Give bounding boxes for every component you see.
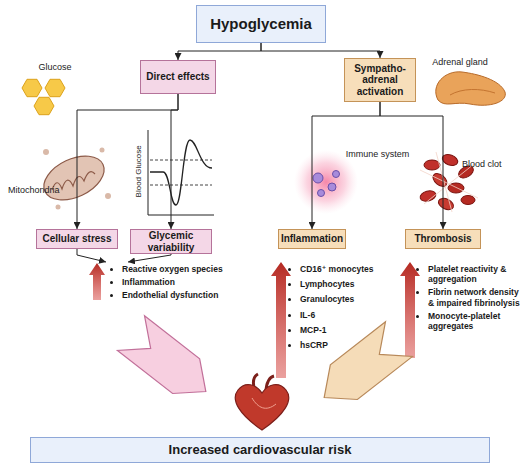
bullet-item: Monocyte-platelet aggregates [428,311,520,331]
axis-label: Blood Glucose [135,136,144,206]
node-text: Cellular stress [43,233,112,245]
bullet-text: Lymphocytes [300,279,354,289]
bullet-item: Inflammation [122,277,272,287]
bullet-item: hsCRP [300,340,400,350]
bullet-text: CD16⁺ monocytes [300,264,373,274]
icon-label: Glucose [25,63,85,73]
mito-fragment [43,149,49,155]
node-text: Glycemic variability [131,230,211,253]
bullet-item: Granulocytes [300,294,400,304]
increase-arrow [89,263,105,300]
bullet-item: Lymphocytes [300,279,400,289]
bullet-item: MCP-1 [300,325,400,335]
effect-box: Cellular stress [36,229,118,249]
bullet-text: Fibrin network density & impaired fibrin… [428,287,520,307]
effect-box: Inflammation [278,229,346,249]
connector [261,43,380,58]
bullet-item: Reactive oxygen species [122,264,272,274]
connector [312,102,380,229]
icon-label: Immune system [340,150,415,160]
node-text: Hypoglycemia [210,15,312,32]
icon-label: Adrenal gland [420,58,500,68]
bullet-item: CD16⁺ monocytes [300,264,400,274]
connector [77,94,178,229]
heart-detail [252,398,276,408]
heart [235,385,288,430]
adrenal-gland [436,72,506,105]
pathway-box: Sympatho-adrenal activation [344,58,416,102]
bullet-text: Monocyte-platelet aggregates [428,311,500,331]
bullet-list: CD16⁺ monocytesLymphocytesGranulocytesIL… [290,264,400,355]
bullet-text: Reactive oxygen species [122,264,223,274]
node-text: Inflammation [281,233,343,245]
glucose-curve [150,140,212,205]
chart-axes [148,130,214,215]
bullet-text: Granulocytes [300,294,354,304]
bullet-text: IL-6 [300,310,315,320]
immune-glow [294,150,358,214]
increase-arrow [400,262,420,358]
effect-box: Thrombosis [405,229,481,249]
immune-cell [333,171,340,178]
mitochondrion [37,147,111,208]
bullet-text: Endothelial dysfunction [122,290,218,300]
pathway-box: Direct effects [140,60,216,94]
immune-cell [318,190,325,197]
bullet-item: IL-6 [300,310,400,320]
node-text: Sympatho-adrenal activation [345,63,415,98]
chevron-arrow [117,316,219,409]
bullet-text: MCP-1 [300,325,326,335]
node-text: Direct effects [146,71,209,83]
glucose-hexagon [22,79,42,96]
red-cell [437,196,456,212]
outcome-box: Increased cardiovascular risk [30,437,490,463]
icon-label: Blood clot [462,160,517,170]
connector [178,43,261,60]
glucose-hexagon [45,79,65,96]
bullet-list: Reactive oxygen speciesInflammationEndot… [112,264,272,304]
connector [171,94,178,229]
icon-label: Mitochondria [8,186,78,196]
bullet-list: Platelet reactivity & aggregationFibrin … [418,264,520,334]
bullet-text: Platelet reactivity & aggregation [428,264,506,284]
node-text: Thrombosis [414,233,471,245]
adrenal-detail [450,89,495,95]
bullet-item: Fibrin network density & impaired fibrin… [428,287,520,307]
effect-box: Glycemic variability [130,229,212,254]
red-cell [461,196,475,205]
glucose-hexagon [34,97,54,114]
mito-fragment [105,193,111,199]
immune-cell [313,173,323,183]
node-text: Increased cardiovascular risk [169,443,352,458]
increase-arrow [271,262,291,378]
chevron-arrow [311,322,413,415]
mito-fragment [100,148,105,153]
title-box: Hypoglycemia [196,5,326,43]
bullet-text: Inflammation [122,277,175,287]
mito-fragment [56,205,61,210]
red-cell [441,153,459,168]
bullet-item: Endothelial dysfunction [122,290,272,300]
merge-arrow [77,249,106,262]
immune-cell [328,183,336,191]
connector [380,102,443,229]
bullet-item: Platelet reactivity & aggregation [428,264,520,284]
red-cell [424,160,440,170]
bullet-text: hsCRP [300,340,328,350]
